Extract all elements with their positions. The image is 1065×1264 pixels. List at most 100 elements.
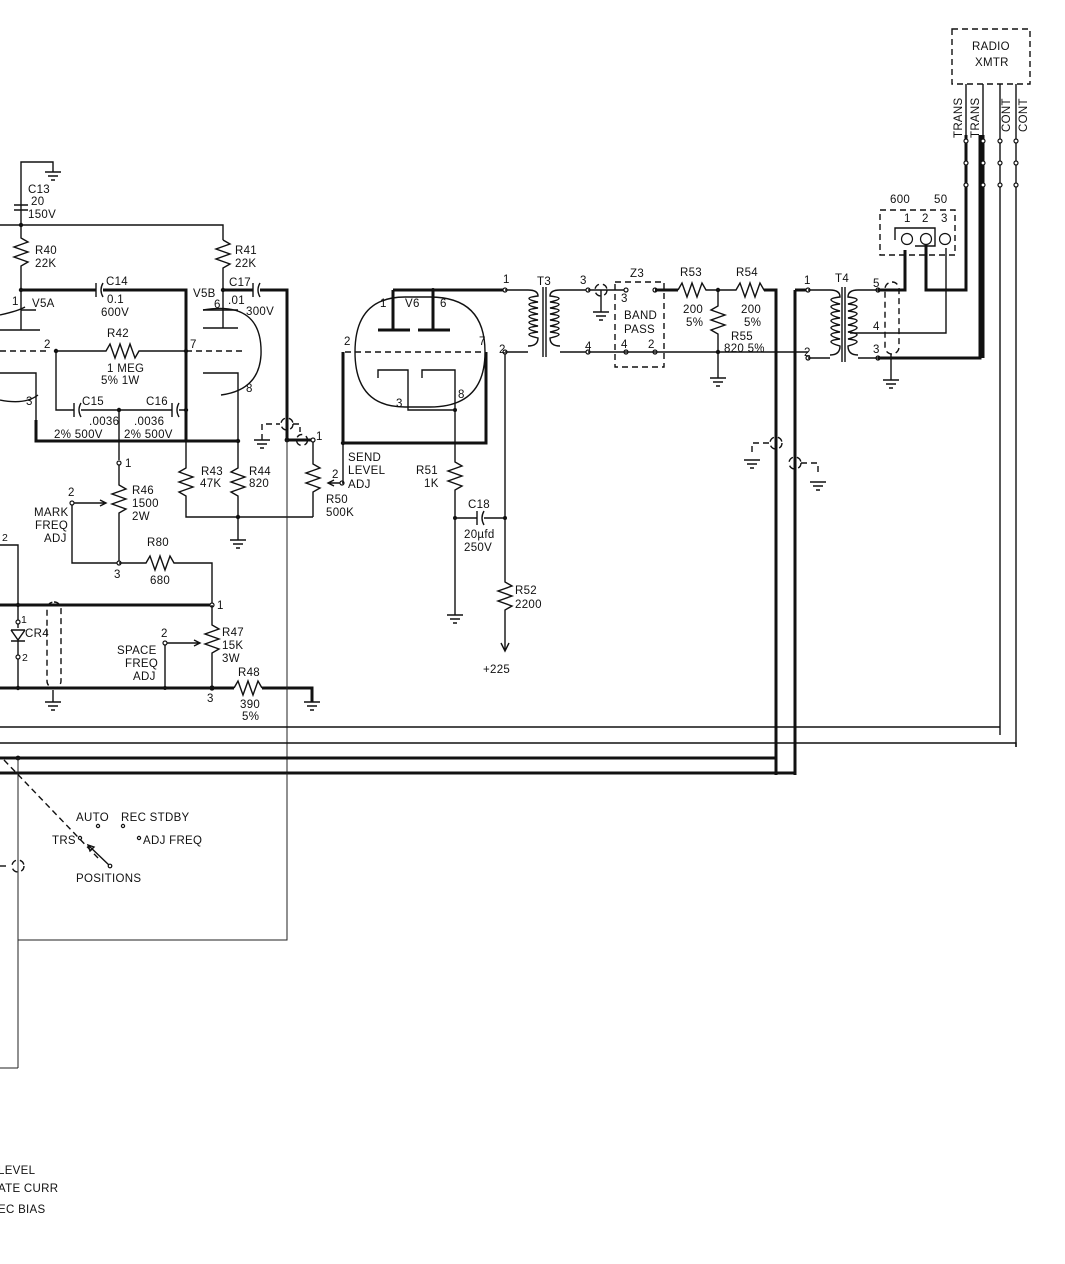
- resistor-r42: R42 1 MEG 5% 1W: [53, 328, 189, 387]
- label: 4: [621, 339, 628, 351]
- label: 680: [150, 575, 170, 587]
- label: T4: [835, 273, 849, 285]
- label: 820: [249, 478, 269, 490]
- label: 1: [804, 275, 811, 287]
- label: TRS: [52, 835, 76, 847]
- label: ADJ: [133, 671, 156, 683]
- label: 3: [580, 275, 587, 287]
- tube-v5b: V5B 6 7 8: [186, 288, 262, 440]
- label: 2: [922, 213, 929, 225]
- label: LEVEL: [0, 1165, 36, 1177]
- label: 150V: [28, 209, 56, 221]
- label: BAND: [624, 310, 657, 322]
- label: R44: [249, 466, 271, 478]
- label: 1: [12, 296, 19, 308]
- label: 6: [214, 299, 221, 311]
- label: R53: [680, 267, 702, 279]
- label: R51: [416, 465, 438, 477]
- label-send-level-adj: SEND LEVEL ADJ: [348, 452, 385, 491]
- label: 820 5%: [724, 343, 765, 355]
- label: ADJ: [44, 533, 67, 545]
- label: 5%: [242, 711, 259, 723]
- label-space-freq-adj: SPACE FREQ ADJ: [117, 645, 158, 683]
- label: R47: [222, 627, 244, 639]
- label: 2: [332, 469, 339, 481]
- label: 7: [190, 339, 197, 351]
- capacitors-c15-c16: C15 .0036 2% 500V C16 .0036 2% 500V: [54, 351, 189, 441]
- tube-v6: 1 V6 6 2 7 3 8: [340, 288, 505, 446]
- label: 200: [741, 304, 761, 316]
- label: POSITIONS: [76, 873, 141, 885]
- label: 390: [240, 699, 260, 711]
- mode-switch-box: [0, 758, 288, 1069]
- label: 1 MEG: [107, 363, 144, 375]
- label: 5%: [744, 317, 761, 329]
- label: 7: [479, 336, 486, 348]
- label: CONT: [1018, 98, 1030, 132]
- label: 1: [217, 600, 224, 612]
- label: C13: [28, 184, 50, 196]
- label: 3: [114, 569, 121, 581]
- left-pin-2: 2: [2, 532, 8, 544]
- potentiometer-r46: 1 R46 1500 2W 2 3: [68, 458, 158, 581]
- label: 22K: [35, 258, 56, 270]
- label: FREQ: [125, 658, 158, 670]
- label: R52: [515, 585, 537, 597]
- label: .01: [228, 295, 245, 307]
- label: R40: [35, 245, 57, 257]
- label: 4: [873, 321, 880, 333]
- label: 2: [804, 347, 811, 359]
- bandpass-filter-z3: Z3 3 BAND PASS 4 2: [614, 268, 665, 368]
- label: 2200: [515, 599, 542, 611]
- label: 15K: [222, 640, 243, 652]
- label: SEND: [348, 452, 381, 464]
- label: 3: [396, 398, 403, 410]
- label: R46: [132, 485, 154, 497]
- label: 3: [941, 213, 948, 225]
- switch-position-labels: AUTO REC STDBY TRS ADJ FREQ POSITIONS: [52, 812, 202, 885]
- resistor-r48: R48 390 5%: [212, 667, 320, 723]
- label: C18: [468, 499, 490, 511]
- label: V5B: [193, 288, 216, 300]
- label: 500K: [326, 507, 354, 519]
- label: 2: [344, 336, 351, 348]
- shielded-connector: [254, 417, 312, 449]
- label: 8: [458, 389, 465, 401]
- capacitor-c17: C17 .01 300V: [223, 277, 289, 440]
- label: 3W: [222, 653, 240, 665]
- shielded-ground-t3: [588, 283, 626, 321]
- label: 4: [585, 341, 592, 353]
- impedance-selector[interactable]: 600 50 1 2 3: [879, 194, 956, 256]
- label: CONT: [1001, 98, 1013, 132]
- label: SPACE: [117, 645, 157, 657]
- label: R42: [107, 328, 129, 340]
- label: 1: [316, 431, 323, 443]
- label: 6: [440, 298, 447, 310]
- label: 50: [934, 194, 947, 206]
- label: C17: [229, 277, 251, 289]
- label: XMTR: [975, 57, 1009, 69]
- label: EC BIAS: [0, 1204, 46, 1216]
- label: R41: [235, 245, 257, 257]
- label: 2: [648, 339, 655, 351]
- label-mark-freq-adj: MARK FREQ ADJ: [34, 507, 68, 545]
- label: 20µfd: [464, 529, 495, 541]
- label: Z3: [630, 268, 644, 280]
- label: 1: [904, 213, 911, 225]
- label: CR4: [25, 628, 49, 640]
- label: R50: [326, 494, 348, 506]
- resistor-r41: R41 22K: [213, 239, 257, 290]
- shield-cr4: [45, 601, 62, 711]
- label: 5%: [686, 317, 703, 329]
- resistor-r80: R80 680: [119, 537, 213, 605]
- label: ATE CURR: [0, 1183, 58, 1195]
- resistor-r40: R40 22K: [11, 225, 57, 290]
- label: 1: [380, 298, 387, 310]
- shield-ground-right: [788, 456, 826, 491]
- label: .0036: [89, 416, 119, 428]
- label: V5A: [32, 298, 55, 310]
- capacitor-c18: C18 20µfd 250V: [453, 499, 507, 554]
- label: C16: [146, 396, 168, 408]
- label: 22K: [235, 258, 256, 270]
- label: 20: [31, 196, 44, 208]
